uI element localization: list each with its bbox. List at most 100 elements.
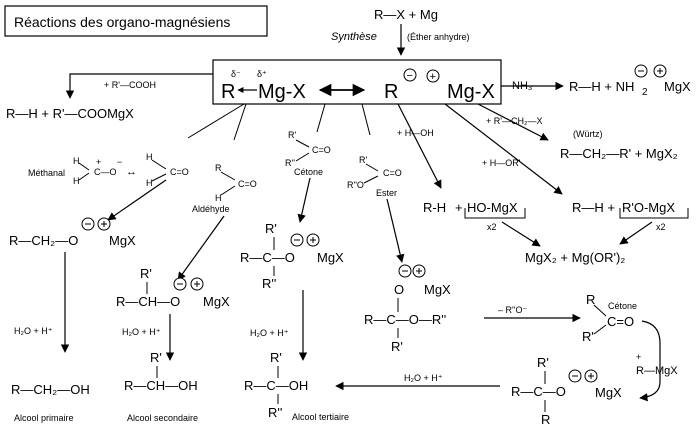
ester-second-addition-arrow bbox=[639, 320, 661, 402]
aldehyde-arrow bbox=[177, 215, 225, 281]
ester-reagent2-plus: + bbox=[636, 352, 641, 362]
methanal-conditions: H₂O + H⁺ bbox=[14, 326, 53, 336]
aldehyde-product-name: Alcool secondaire bbox=[127, 413, 198, 423]
methanal-h1: H bbox=[73, 156, 80, 166]
reagent-r-right: R bbox=[384, 81, 398, 103]
ester-ketone-co: C=O bbox=[607, 314, 634, 329]
wurtz-product: R—CH₂—R' + MgX₂ bbox=[560, 146, 678, 161]
ketone-prod-top: R' bbox=[270, 350, 282, 365]
ammonia-product: R—H + NH bbox=[569, 79, 634, 94]
aldehyde-label: Aldéhyde bbox=[192, 204, 230, 214]
methanal-intermediate: R—CH₂—O bbox=[9, 233, 78, 248]
ketone-arrow bbox=[297, 177, 311, 223]
methanal-bond3 bbox=[151, 159, 167, 170]
homgx-to-salts-arrow bbox=[501, 221, 541, 247]
ketone-int-main: R—C—O bbox=[240, 250, 295, 265]
ketone-conditions: H₂O + H⁺ bbox=[250, 328, 289, 338]
ester-mgx: MgX bbox=[424, 282, 451, 297]
alcohol-product-rh: R—H + bbox=[572, 200, 615, 215]
wurtz-arrow bbox=[477, 103, 549, 141]
ketone-prod-bot: R'' bbox=[268, 405, 282, 420]
aldehyde-r: R bbox=[215, 163, 222, 173]
ammonia-sub: 2 bbox=[642, 87, 648, 98]
aldehyde-bond2 bbox=[220, 185, 236, 196]
aldehyde-int-r: R' bbox=[140, 266, 152, 281]
water-reagent: + H—OH bbox=[397, 128, 434, 138]
synthesis-reactants: R—X + Mg bbox=[374, 7, 438, 22]
water-product-homgx: HO-MgX bbox=[467, 200, 518, 215]
alcohol-factor: x2 bbox=[656, 222, 666, 232]
ester-int-o-top: O bbox=[394, 282, 404, 297]
ester-bond1 bbox=[365, 163, 379, 172]
ammonia-mgx: MgX bbox=[664, 79, 691, 94]
synthesis-conditions: (Éther anhydre) bbox=[407, 32, 470, 42]
methanal-h2: H bbox=[73, 176, 80, 186]
synthesis-label: Synthèse bbox=[331, 31, 377, 43]
methanal-link bbox=[187, 103, 245, 139]
acid-reagent: + R'—COOH bbox=[104, 80, 156, 90]
methanal-plus: + bbox=[96, 157, 101, 167]
methanal-bond2 bbox=[78, 172, 90, 181]
ketone-mgx: MgX bbox=[317, 250, 344, 265]
romgx-bracket bbox=[619, 208, 689, 219]
plus-charge-icon bbox=[426, 69, 440, 83]
methanal-co: C—O bbox=[94, 167, 117, 177]
aldehyde-prod-main: R—CH—OH bbox=[124, 378, 198, 393]
methanal-resonance: ↔ bbox=[126, 166, 137, 178]
reagent-box bbox=[212, 59, 502, 105]
acid-arrow bbox=[65, 73, 213, 99]
methanal-bond1 bbox=[78, 162, 90, 171]
delta-minus: δ⁻ bbox=[231, 69, 241, 79]
aldehyde-h: H bbox=[215, 193, 222, 203]
ester-int-main: R—C—O—R'' bbox=[364, 312, 446, 327]
ester-ketone-bond2 bbox=[593, 324, 607, 335]
ester-r2: R''O bbox=[347, 180, 364, 190]
wurtz-name: (Würtz) bbox=[573, 129, 603, 139]
homgx-bracket bbox=[464, 208, 526, 219]
aldehyde-link bbox=[233, 103, 247, 141]
ester-bond2 bbox=[363, 175, 379, 184]
methanal-arrow bbox=[107, 179, 167, 221]
alcohol-arrow bbox=[444, 103, 563, 195]
alcohol-product-romgx: R'O-MgX bbox=[622, 200, 675, 215]
ketone-r2: R'' bbox=[285, 158, 295, 168]
ester-elimination: – R''O⁻ bbox=[498, 305, 527, 315]
ketone-r1: R' bbox=[288, 130, 296, 140]
ester-arrow bbox=[386, 198, 405, 263]
reagent-r-left: R bbox=[221, 81, 235, 103]
water-arrow bbox=[397, 103, 442, 189]
aldehyde-bond1 bbox=[220, 171, 236, 181]
methanal-label: Méthanal bbox=[28, 168, 65, 178]
ester-ketone-r2: R' bbox=[582, 329, 594, 344]
ketone-prod-main: R—C—OH bbox=[244, 378, 308, 393]
ester-label: Ester bbox=[376, 188, 397, 198]
aldehyde-int-main: R—CH—O bbox=[116, 294, 180, 309]
ester-int2-main: R—C—O bbox=[511, 384, 566, 399]
salts-product: MgX₂ + Mg(OR')₂ bbox=[525, 250, 625, 265]
ketone-int-bot: R'' bbox=[262, 276, 276, 291]
water-plus: + bbox=[455, 200, 463, 215]
ammonia-reagent: NH₃ bbox=[512, 80, 532, 92]
aldehyde-co: C=O bbox=[238, 179, 257, 189]
delta-plus: δ⁺ bbox=[257, 69, 267, 79]
ester-ketone-label: Cétone bbox=[608, 301, 637, 311]
acid-product: R—H + R'—COOMgX bbox=[6, 106, 134, 121]
ketone-bond1 bbox=[295, 139, 310, 148]
ester-r1: R' bbox=[359, 155, 367, 165]
ketone-co: C=O bbox=[312, 145, 331, 155]
romgx-to-salts-arrow bbox=[619, 221, 653, 245]
aldehyde-prod-r: R' bbox=[150, 350, 162, 365]
ester-ketone-r1: R bbox=[586, 292, 595, 307]
methanal-product: R—CH₂—OH bbox=[11, 382, 90, 397]
methanal-co2: C=O bbox=[170, 167, 189, 177]
ester-link bbox=[361, 103, 371, 136]
methanal-minus: − bbox=[117, 157, 122, 167]
ester-co: C=O bbox=[383, 168, 402, 178]
ketone-product-name: Alcool tertiaire bbox=[292, 412, 349, 422]
ester-reagent2: R—MgX bbox=[636, 365, 678, 377]
reagent-mgx-right: Mg-X bbox=[447, 81, 495, 103]
page-title: Réactions des organo-magnésiens bbox=[14, 14, 230, 30]
plus-charge-sign: + bbox=[430, 71, 436, 83]
